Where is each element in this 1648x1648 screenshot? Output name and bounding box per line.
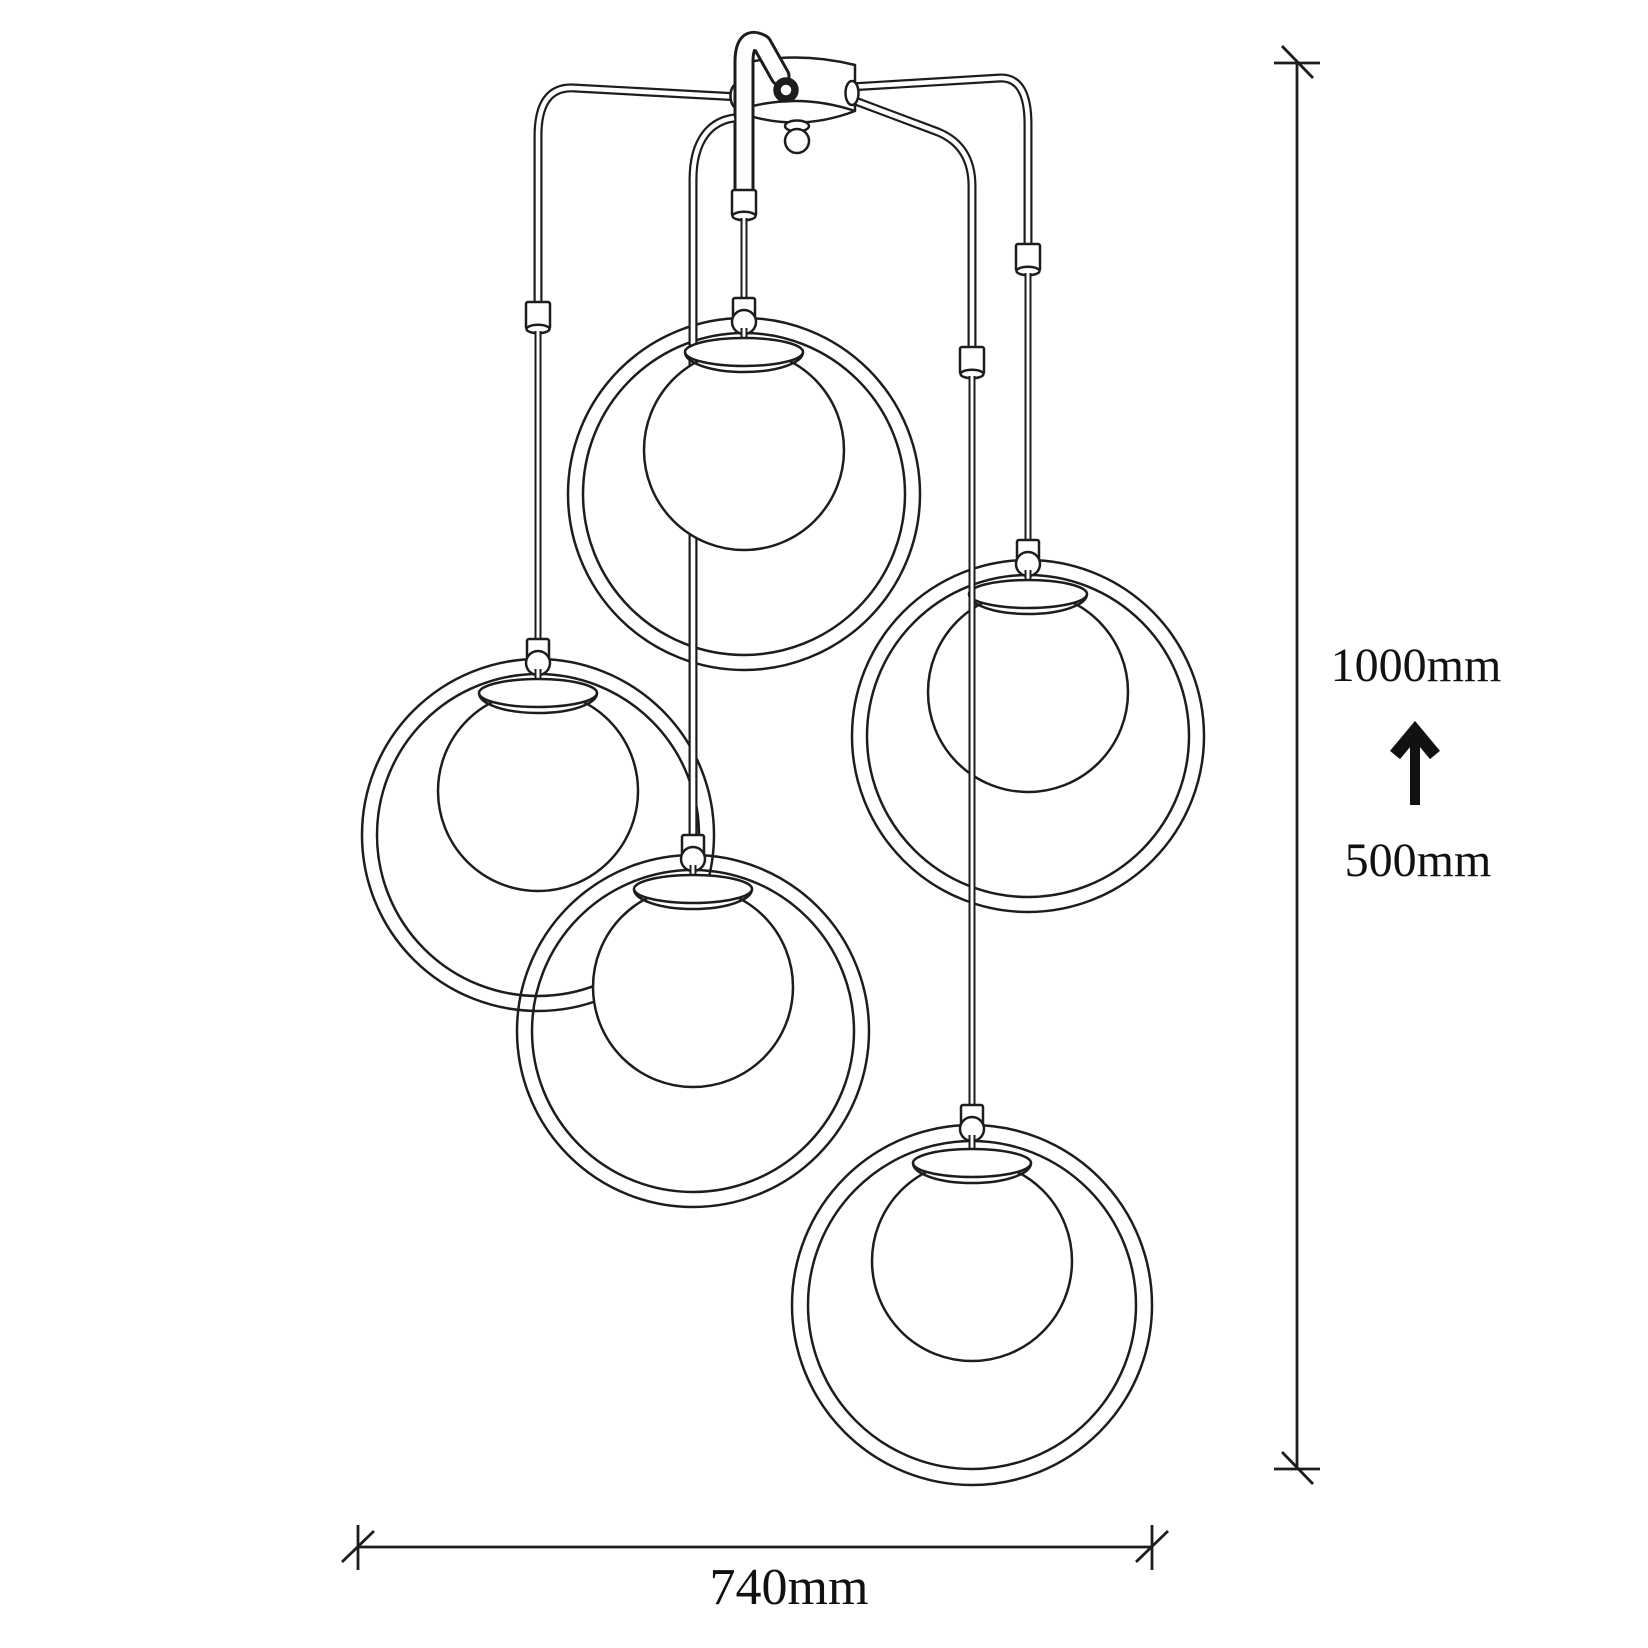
pendant-4	[515, 833, 871, 1209]
arm-right-outer-core	[849, 75, 1031, 248]
up-arrow-head	[1390, 720, 1440, 760]
arm-left-core	[535, 85, 741, 304]
horizontal-dimension: 740mm	[341, 1525, 1169, 1616]
up-arrow-icon	[1390, 720, 1440, 805]
arm-right-inner-core	[849, 96, 975, 351]
width-dimension-label: 740mm	[710, 1559, 869, 1616]
glass-globe	[870, 1159, 1074, 1363]
height-dimension-label: 1000mm	[1331, 639, 1502, 692]
glass-globe	[591, 885, 795, 1089]
rod-pendant-4	[688, 113, 735, 838]
globe-cap	[911, 1147, 1033, 1179]
globe-cap-rim	[477, 692, 599, 715]
globe-cap	[632, 873, 754, 905]
horizontal-dimension-left-slash	[341, 1529, 375, 1564]
globe-cap	[683, 336, 805, 368]
pendant-5	[790, 1103, 1154, 1487]
pendant-1-globe	[642, 328, 846, 552]
cord-coupler	[958, 345, 986, 380]
canopy-right-socket	[844, 79, 860, 107]
globe-cap	[967, 578, 1089, 610]
globe-cap-rim	[632, 888, 754, 911]
ceiling-hook-core	[736, 33, 788, 200]
globe-cap-rim	[911, 1162, 1033, 1185]
cord-coupler	[524, 300, 552, 335]
cord-coupler	[1014, 242, 1042, 277]
arm-right-inner	[848, 94, 977, 351]
globe-cap-rim	[683, 351, 805, 374]
glass-globe	[436, 689, 640, 893]
glass-globe	[926, 590, 1130, 794]
arm-left	[533, 83, 741, 304]
hook-eye	[773, 77, 799, 103]
ceiling-canopy	[729, 30, 860, 303]
rod-line-core	[690, 115, 735, 838]
pendant-2	[360, 637, 716, 1013]
vertical-dimension: 1000mm 500mm	[1274, 45, 1502, 1485]
drop-dimension-label: 500mm	[1345, 834, 1492, 887]
vertical-dimension-top-slash	[1280, 45, 1315, 79]
arm-right-outer	[849, 73, 1033, 248]
globe-cap	[477, 677, 599, 709]
suspension-arms	[524, 73, 1042, 652]
pendant-3	[850, 538, 1206, 914]
vertical-dimension-bottom-slash	[1280, 1451, 1315, 1485]
canopy-screw-knob	[783, 127, 811, 155]
horizontal-dimension-right-slash	[1135, 1529, 1169, 1564]
glass-globe	[642, 348, 846, 552]
